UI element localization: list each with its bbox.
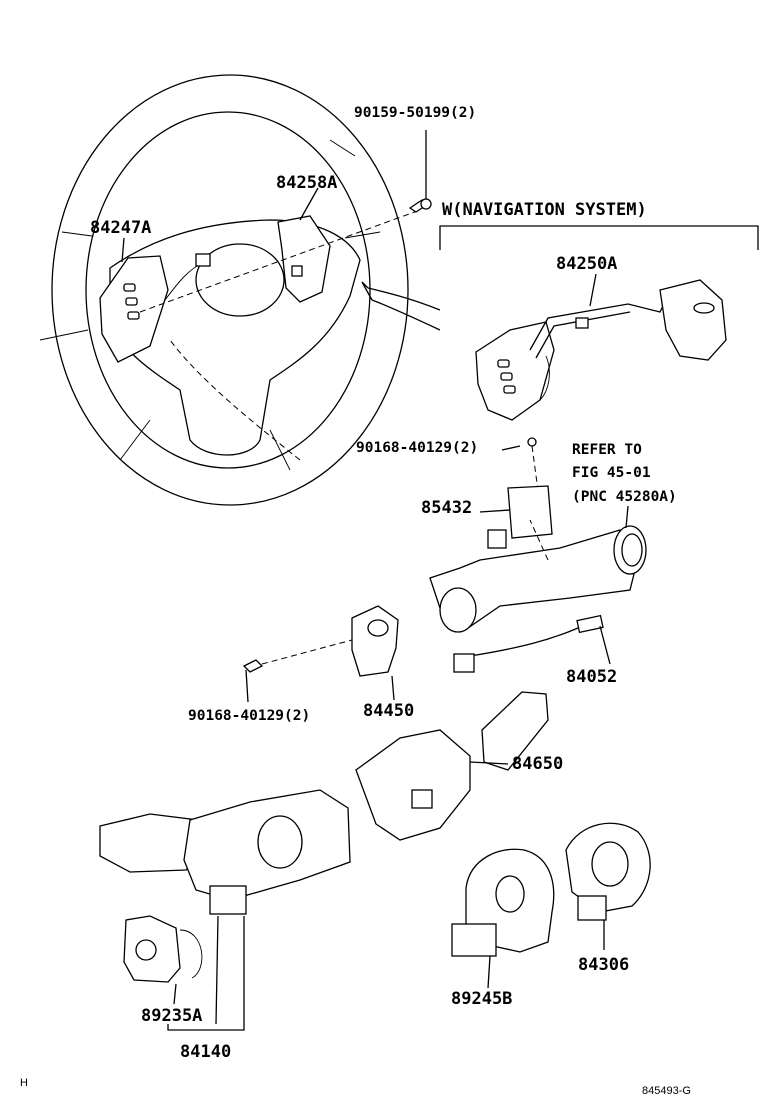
- leader-lines-top: [121, 130, 432, 313]
- part-label-84258a: 84258A: [276, 173, 338, 193]
- steering-column: [429, 485, 647, 633]
- ignition-switch: [242, 605, 399, 703]
- spiral-cable-84306: [565, 822, 651, 950]
- part-label-85432: 85432: [421, 498, 473, 518]
- spiral-cable-89245b: [451, 848, 555, 989]
- part-label-90168-40129-lower: 90168-40129(2): [188, 708, 311, 724]
- refer-note-line2: FIG 45-01: [572, 465, 651, 481]
- sensor-switch: [123, 915, 203, 1005]
- part-label-84650: 84650: [512, 754, 564, 774]
- part-label-84450: 84450: [363, 701, 415, 721]
- part-label-90159-50199: 90159-50199(2): [354, 105, 477, 121]
- part-label-89245b: 89245B: [451, 989, 513, 1009]
- steering-wheel: [39, 74, 441, 506]
- corner-mark: H: [20, 1077, 28, 1089]
- part-label-89235a: 89235A: [141, 1006, 203, 1026]
- refer-note-line1: REFER TO: [572, 442, 642, 458]
- refer-note-line3: (PNC 45280A): [572, 489, 677, 505]
- part-label-90168-40129-upper: 90168-40129(2): [356, 440, 479, 456]
- turn-signal-switch: [99, 789, 351, 1031]
- wiper-switch: [355, 691, 549, 841]
- column-harness: [453, 614, 611, 673]
- part-label-84250a: 84250A: [556, 254, 618, 274]
- part-label-84247a: 84247A: [90, 218, 152, 238]
- figure-code: 845493-G: [642, 1085, 691, 1097]
- navigation-bracket: [439, 225, 759, 250]
- nav-switch-assembly: [475, 273, 727, 421]
- part-label-84140: 84140: [180, 1042, 232, 1062]
- navigation-system-note: W(NAVIGATION SYSTEM): [442, 200, 647, 220]
- part-label-84052: 84052: [566, 667, 618, 687]
- part-label-84306: 84306: [578, 955, 630, 975]
